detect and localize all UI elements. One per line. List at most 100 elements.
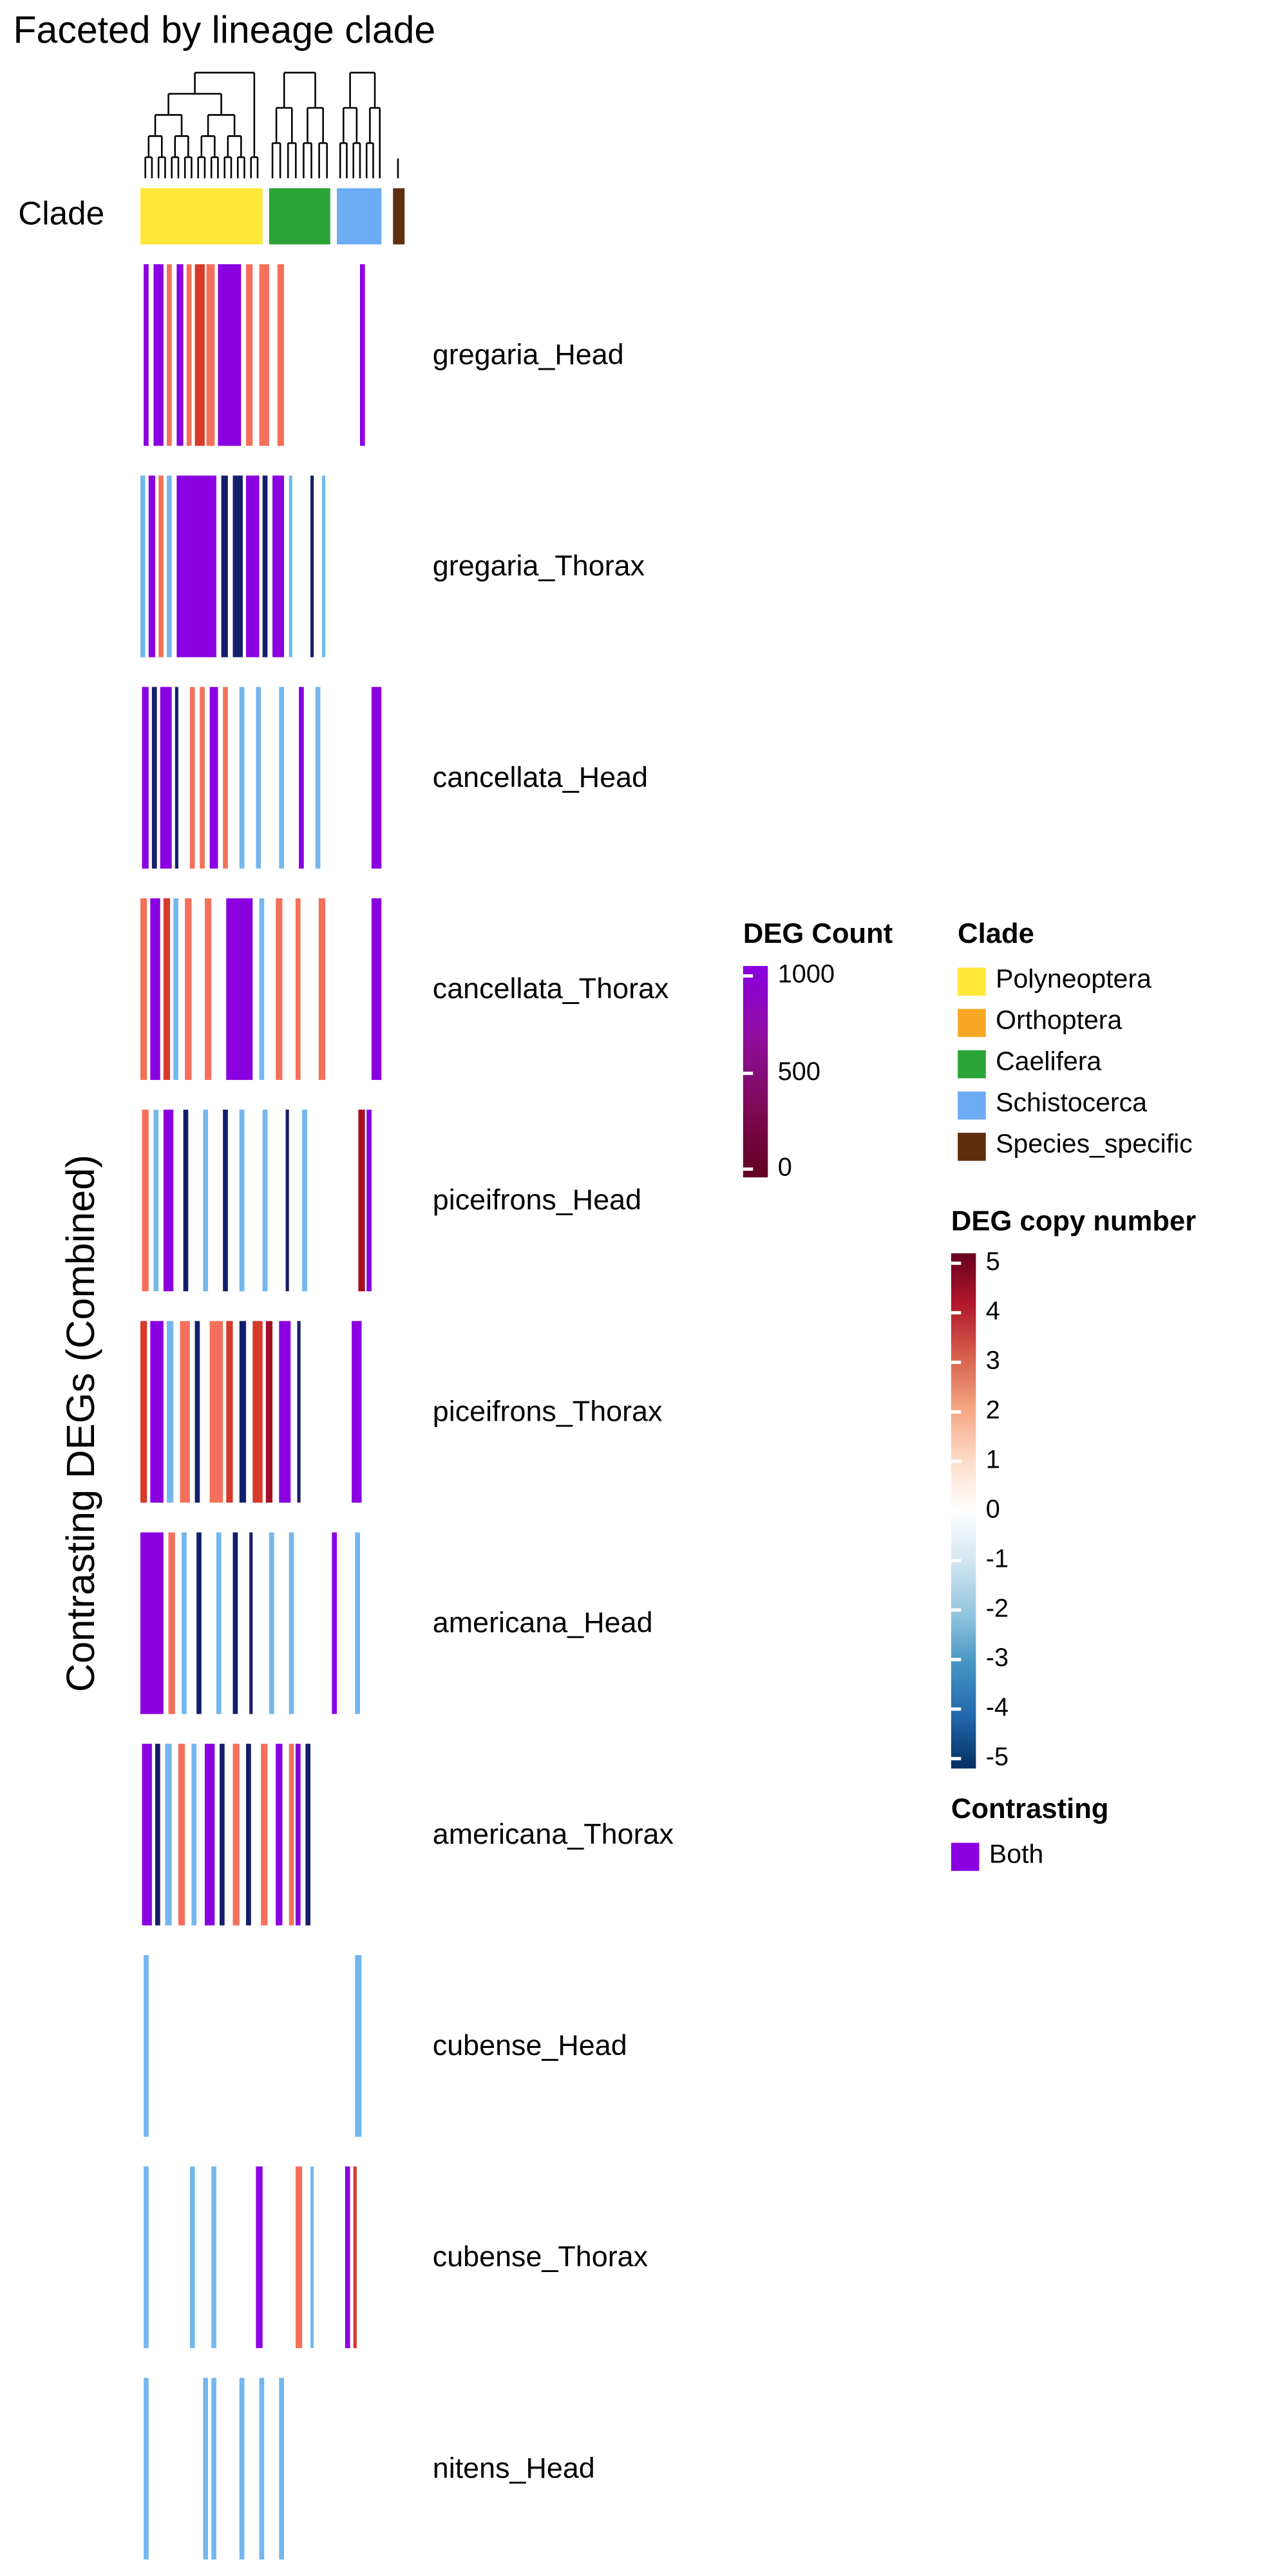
- heatmap-bar: [223, 1110, 228, 1292]
- facet-row: piceifrons_Thorax: [140, 1321, 1164, 1503]
- clade-annotation-bar: [140, 188, 405, 245]
- tick-mark: [951, 1361, 961, 1365]
- legend-swatch: [958, 1132, 986, 1160]
- heatmap-bar: [259, 898, 265, 1080]
- heatmap-bar: [180, 1321, 190, 1503]
- heatmap-strip: [140, 687, 404, 869]
- tick-label: 1: [985, 1446, 1000, 1475]
- heatmap-bar: [203, 2378, 209, 2560]
- heatmap-bar: [168, 1532, 175, 1714]
- legend-item-label: Polyneoptera: [996, 965, 1151, 994]
- heatmap-bar: [223, 687, 228, 869]
- legend-item-label: Orthoptera: [996, 1007, 1122, 1036]
- tick-label: 3: [985, 1347, 1000, 1376]
- heatmap-bar: [371, 898, 382, 1080]
- tick-mark: [951, 1459, 961, 1463]
- heatmap-bar: [297, 1321, 301, 1503]
- clade-segment-polyneoptera: [140, 188, 263, 245]
- facet-row: americana_Head: [140, 1532, 1164, 1714]
- heatmap-bar: [209, 687, 218, 869]
- heatmap-strip: [140, 1110, 404, 1292]
- heatmap-bar: [163, 898, 171, 1080]
- heatmap-bar: [148, 475, 156, 658]
- tick-label: 500: [777, 1057, 821, 1086]
- heatmap-bar: [209, 1321, 223, 1503]
- facet-label: cancellata_Head: [432, 760, 649, 794]
- tick-mark: [951, 1311, 961, 1315]
- heatmap-bar: [153, 264, 164, 446]
- heatmap-strip: [140, 475, 404, 658]
- facet-label: cubense_Thorax: [432, 2240, 649, 2273]
- heatmap-bar: [259, 2378, 265, 2560]
- heatmap-bar: [144, 1955, 149, 2137]
- facet-row: americana_Thorax: [140, 1743, 1164, 1926]
- heatmap-bar: [178, 1743, 185, 1926]
- heatmap-bar: [252, 1321, 263, 1503]
- tick-label: 5: [985, 1249, 1000, 1277]
- heatmap-bar: [256, 2166, 263, 2349]
- heatmap-bar: [272, 475, 285, 658]
- tick-mark: [951, 1262, 961, 1265]
- facet-row: piceifrons_Head: [140, 1110, 1164, 1292]
- heatmap-bar: [256, 687, 261, 869]
- heatmap-bar: [211, 2166, 216, 2349]
- heatmap-bar: [279, 1321, 291, 1503]
- tick-label: -2: [985, 1595, 1009, 1624]
- heatmap-bar: [355, 1955, 362, 2137]
- clade-segment-caelifera: [269, 188, 330, 245]
- heatmap-bar: [315, 687, 321, 869]
- heatmap-bar: [185, 898, 192, 1080]
- facet-label: gregaria_Head: [432, 337, 624, 371]
- heatmap-strip: [140, 2378, 404, 2560]
- heatmap-bar: [246, 264, 253, 446]
- tick-label: 1000: [777, 961, 835, 990]
- heatmap-bar: [206, 264, 215, 446]
- heatmap-bar: [285, 1110, 289, 1292]
- heatmap-bar: [176, 475, 216, 658]
- heatmap-bar: [144, 2378, 149, 2560]
- heatmap-bar: [265, 1321, 273, 1503]
- heatmap-bar: [165, 1743, 172, 1926]
- facet-label: americana_Thorax: [432, 1817, 674, 1851]
- heatmap-strip: [140, 264, 404, 446]
- heatmap-bar: [194, 1321, 200, 1503]
- facet-row: cancellata_Head: [140, 687, 1164, 869]
- legend-deg-count-title: DEG Count: [743, 918, 893, 950]
- facet-label: cancellata_Thorax: [432, 971, 669, 1005]
- facet-label: americana_Head: [432, 1605, 653, 1639]
- facet-row: cubense_Head: [140, 1955, 1164, 2137]
- heatmap-bar: [232, 1743, 240, 1926]
- heatmap-bar: [182, 1532, 187, 1714]
- heatmap-bar: [355, 1532, 360, 1714]
- heatmap-bar: [299, 687, 304, 869]
- heatmap-bar: [183, 1110, 189, 1292]
- column-dendrogram: [144, 71, 399, 178]
- heatmap-bar: [155, 1743, 160, 1926]
- heatmap-bar: [142, 687, 149, 869]
- clade-annotation-label: Clade: [18, 196, 105, 233]
- heatmap-bar: [140, 1321, 147, 1503]
- heatmap-bar: [153, 1110, 159, 1292]
- legend-clade-title: Clade: [958, 918, 1034, 950]
- heatmap-bar: [144, 264, 149, 446]
- legend-swatch: [958, 967, 986, 995]
- legend-contrasting: Contrasting Both: [951, 1794, 1109, 1871]
- heatmap-bar: [289, 1743, 294, 1926]
- heatmap-bar: [166, 475, 172, 658]
- facet-row: gregaria_Thorax: [140, 475, 1164, 658]
- heatmap-bar: [166, 1321, 174, 1503]
- legend-swatch: [958, 1090, 986, 1119]
- heatmap-bar: [232, 475, 243, 658]
- heatmap-bar: [279, 687, 285, 869]
- facet-label: cubense_Head: [432, 2028, 627, 2062]
- heatmap-bar: [358, 1110, 365, 1292]
- tick-mark: [743, 1167, 753, 1171]
- heatmap-bar: [277, 264, 285, 446]
- legend-item: Polyneoptera: [958, 966, 1193, 996]
- legend-contrasting-title: Contrasting: [951, 1793, 1109, 1825]
- heatmap-bar: [289, 475, 292, 658]
